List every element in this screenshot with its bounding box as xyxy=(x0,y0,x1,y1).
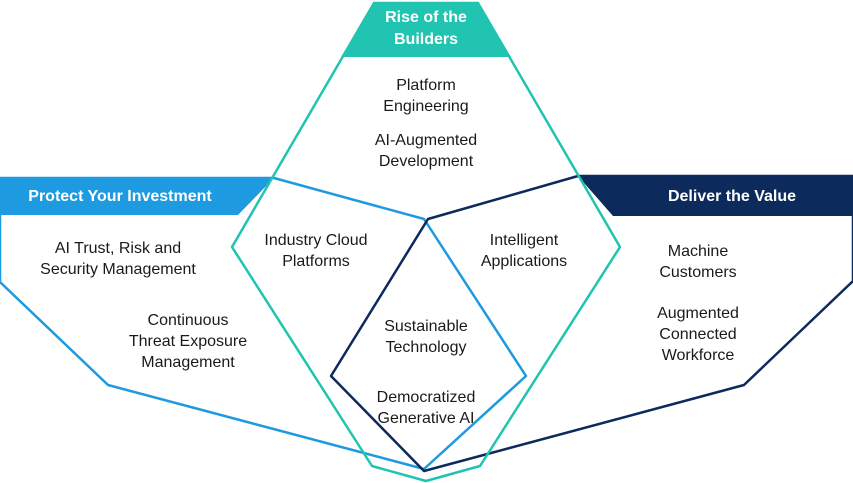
right-header-band xyxy=(578,176,853,216)
top-header-band xyxy=(341,3,511,57)
top-title: Rise of the Builders xyxy=(385,9,467,48)
right-title: Deliver the Value xyxy=(667,188,797,205)
right-item-augmented-workforce: Augmented Connected Workforce xyxy=(657,305,739,364)
right-shape-outline xyxy=(329,174,853,473)
overlap-industry-cloud-platforms: Industry Cloud Platforms xyxy=(264,232,368,270)
top-item-ai-augmented-development: AI-Augmented Development xyxy=(374,132,478,170)
left-item-ai-trust: AI Trust, Risk and Security Management xyxy=(40,240,196,278)
left-shape-outline xyxy=(0,176,528,471)
left-title: Protect Your Investment xyxy=(28,188,212,205)
overlap-sustainable-technology: Sustainable Technology xyxy=(384,318,468,356)
right-item-machine-customers: Machine Customers xyxy=(659,243,737,281)
left-header-band xyxy=(0,178,274,215)
top-item-platform-engineering: Platform Engineering xyxy=(383,77,469,115)
overlap-intelligent-applications: Intelligent Applications xyxy=(480,232,568,270)
left-item-continuous-threat: Continuous Threat Exposure Management xyxy=(128,312,248,371)
overlap-democratized-generative-ai: Democratized Generative AI xyxy=(376,389,476,427)
